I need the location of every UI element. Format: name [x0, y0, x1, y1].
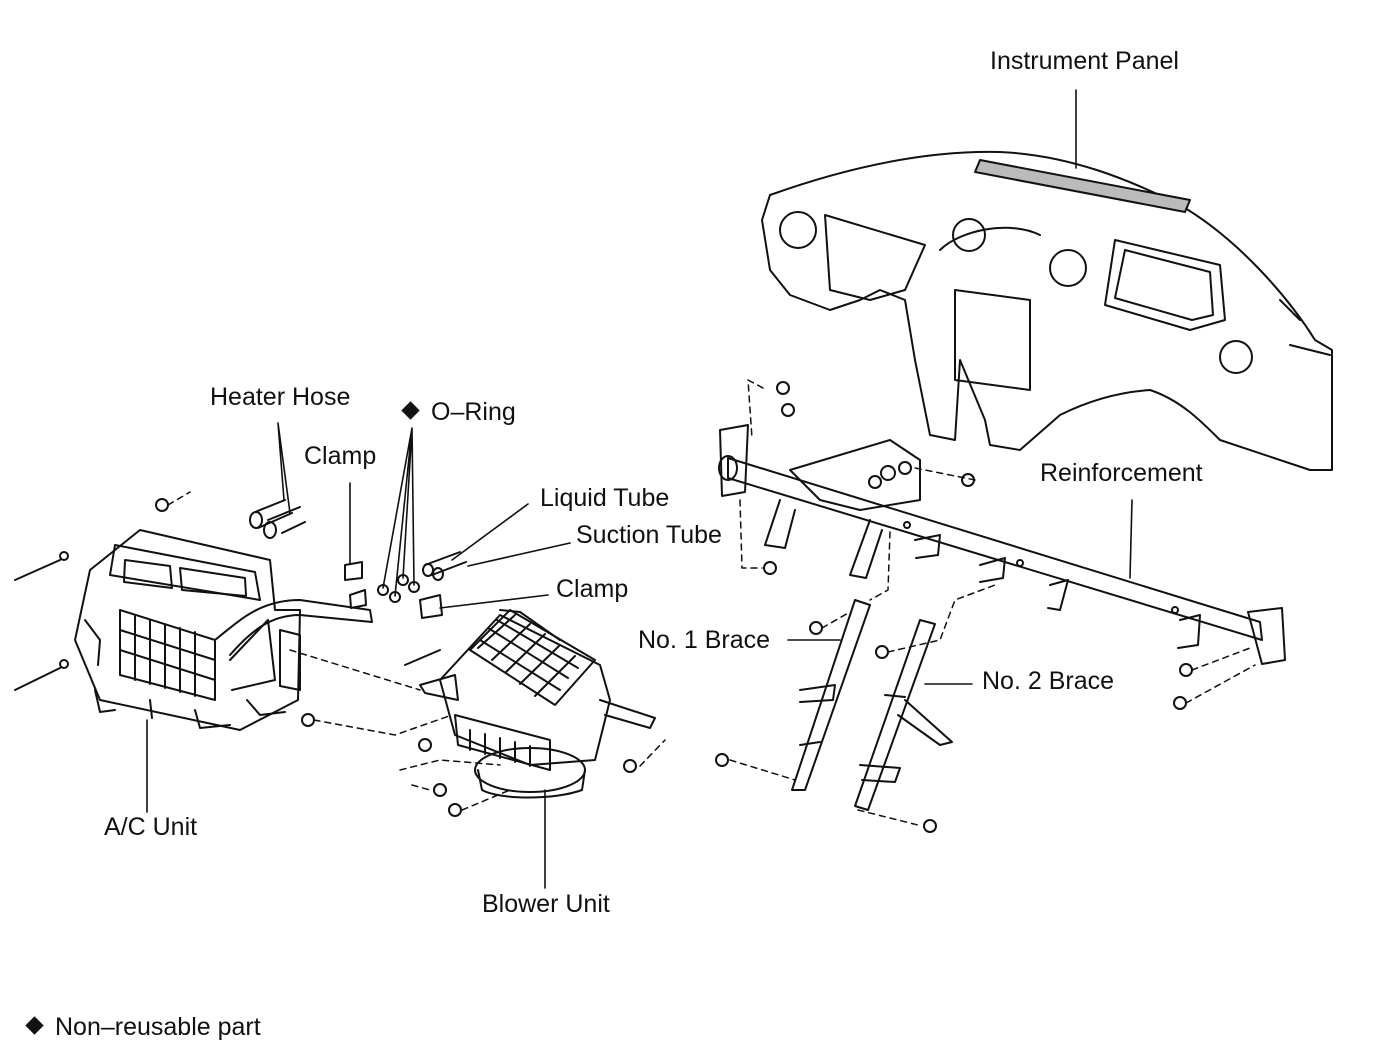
label-ac-unit: A/C Unit — [104, 813, 198, 841]
label-blower-unit: Blower Unit — [482, 890, 610, 918]
no2-brace-drawing — [854, 619, 953, 811]
blower-unit-drawing — [419, 609, 656, 799]
reinforcement-drawing — [718, 424, 1286, 665]
label-clamp-lower: Clamp — [556, 575, 629, 603]
label-liquid-tube: Liquid Tube — [540, 484, 670, 512]
alignment-lines — [167, 379, 1256, 827]
hoses-and-fittings-drawing — [14, 499, 467, 691]
fasteners-drawing — [155, 381, 1193, 833]
label-no1-brace: No. 1 Brace — [638, 626, 771, 654]
instrument-panel-drawing — [761, 150, 1333, 471]
label-suction-tube: Suction Tube — [576, 521, 722, 549]
ac-unit-drawing — [74, 529, 373, 731]
legend: Non–reusable part — [25, 1013, 261, 1041]
label-o-ring-text: O–Ring — [431, 398, 516, 426]
no1-brace-drawing — [791, 599, 871, 791]
leader-lines — [146, 89, 1133, 889]
label-instrument-panel: Instrument Panel — [990, 47, 1179, 75]
legend-diamond-icon — [25, 1016, 44, 1035]
label-clamp-upper: Clamp — [304, 442, 377, 470]
non-reusable-diamond-icon — [401, 401, 420, 420]
label-heater-hose: Heater Hose — [210, 383, 351, 411]
label-no2-brace: No. 2 Brace — [982, 667, 1115, 695]
label-o-ring: O–Ring — [401, 398, 516, 426]
label-reinforcement: Reinforcement — [1040, 459, 1203, 487]
legend-text: Non–reusable part — [55, 1013, 261, 1041]
